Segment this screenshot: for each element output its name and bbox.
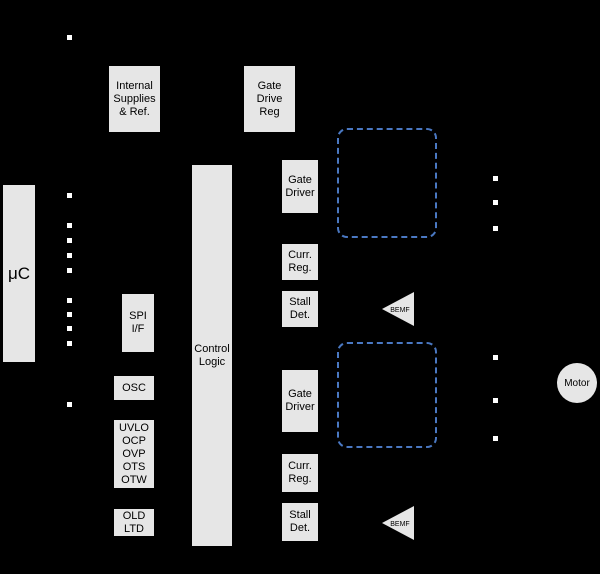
spi-interface-block: SPI I/F	[122, 294, 154, 352]
h-bridge-b-region	[337, 342, 437, 448]
pin	[67, 402, 72, 407]
gate-driver-a-block: Gate Driver	[282, 160, 318, 213]
pin	[493, 398, 498, 403]
pin	[67, 253, 72, 258]
pin	[493, 176, 498, 181]
pin	[67, 312, 72, 317]
gate-drive-reg-block: Gate Drive Reg	[244, 66, 295, 132]
pin	[67, 193, 72, 198]
pin	[67, 238, 72, 243]
old-ltd-block: OLD LTD	[114, 509, 154, 536]
bemf-a-label: BEMF	[390, 307, 409, 314]
pin	[493, 200, 498, 205]
curr-reg-b-block: Curr. Reg.	[282, 454, 318, 492]
bemf-b-comparator: BEMF	[382, 506, 414, 540]
gate-driver-b-block: Gate Driver	[282, 370, 318, 432]
bemf-a-comparator: BEMF	[382, 292, 414, 326]
pin	[67, 35, 72, 40]
oscillator-block: OSC	[114, 376, 154, 400]
bemf-b-label: BEMF	[390, 521, 409, 528]
microcontroller-block: μC	[3, 185, 35, 362]
pin	[67, 268, 72, 273]
protection-block: UVLO OCP OVP OTS OTW	[114, 420, 154, 488]
pin	[493, 226, 498, 231]
pin	[67, 223, 72, 228]
motor-circle: Motor	[557, 363, 597, 403]
pin	[493, 355, 498, 360]
pin	[67, 341, 72, 346]
pin	[493, 436, 498, 441]
curr-reg-a-block: Curr. Reg.	[282, 244, 318, 280]
pin	[67, 298, 72, 303]
stall-det-a-block: Stall Det.	[282, 291, 318, 327]
pin	[67, 326, 72, 331]
internal-supplies-block: Internal Supplies & Ref.	[109, 66, 160, 132]
stall-det-b-block: Stall Det.	[282, 503, 318, 541]
control-logic-block: Control Logic	[192, 165, 232, 546]
h-bridge-a-region	[337, 128, 437, 238]
